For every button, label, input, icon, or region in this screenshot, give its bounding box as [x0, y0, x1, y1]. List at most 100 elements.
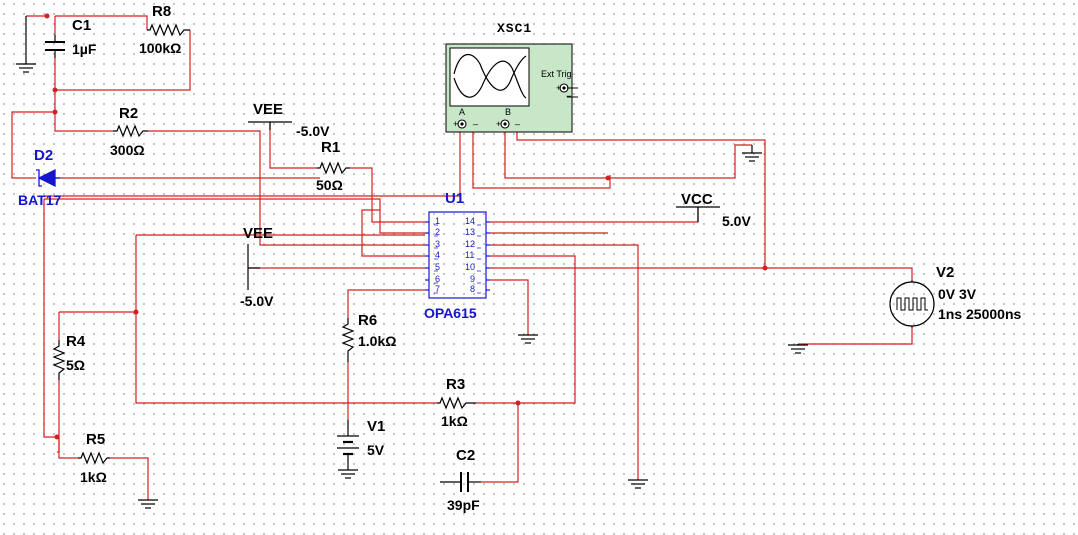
ground-scope[interactable]	[742, 145, 762, 162]
channel-a-label: A	[459, 107, 466, 117]
d2-ref-label: D2	[34, 147, 54, 164]
vcc-value-label: 5.0V	[722, 213, 751, 229]
wire	[135, 235, 437, 404]
wire	[361, 209, 425, 257]
vee-top-name-label: VEE	[253, 101, 284, 118]
ground-r5[interactable]	[138, 499, 158, 509]
r4-value-label: 5Ω	[66, 357, 86, 373]
wire	[11, 111, 55, 179]
r8-value-label: 100kΩ	[139, 40, 182, 56]
channel-b-minus-label: _	[515, 115, 521, 125]
wire	[44, 198, 425, 234]
wire	[269, 122, 317, 169]
r5-ref-label: R5	[86, 431, 106, 448]
ground-c1[interactable]	[16, 16, 36, 73]
wire	[54, 112, 113, 132]
u1-value-label: OPA615	[424, 305, 477, 321]
u1-pin-label: 1	[435, 216, 441, 226]
capacitor-c1[interactable]	[45, 35, 65, 58]
channel-b-plus-label: +	[496, 119, 502, 129]
junction-dot	[605, 175, 611, 181]
wire	[490, 267, 913, 280]
vee-mid-name-label: VEE	[243, 225, 274, 242]
oscilloscope-xsc1[interactable]	[445, 43, 578, 133]
resistor-r8[interactable]	[147, 23, 190, 37]
channel-a-minus-label: _	[473, 115, 479, 125]
wire	[472, 126, 611, 189]
c1-ref-label: C1	[72, 17, 92, 34]
wire	[610, 144, 752, 179]
wire	[490, 207, 699, 223]
u1-pin-label: 12	[465, 239, 476, 249]
wire	[476, 255, 576, 404]
ground-v2[interactable]	[788, 344, 808, 354]
resistor-r5[interactable]	[78, 451, 110, 465]
vee-mid-symbol[interactable]	[247, 244, 260, 290]
u1-ref-label: U1	[445, 190, 465, 207]
d2-value-label: BAT17	[18, 192, 62, 208]
ext-trig-minus-label: −	[566, 91, 572, 101]
u1-pin-label: 14	[465, 216, 476, 226]
junction-dot	[52, 109, 58, 115]
ground-v1[interactable]	[338, 469, 358, 479]
wire	[148, 130, 425, 246]
c2-value-label: 39pF	[447, 497, 480, 513]
wire	[798, 328, 913, 345]
u1-pin-label: 3	[435, 239, 441, 249]
ground-pin12[interactable]	[628, 479, 648, 489]
wire	[44, 130, 461, 197]
channel-b-label: B	[505, 107, 512, 117]
resistor-r2[interactable]	[113, 124, 148, 138]
v1-value-label: 5V	[367, 442, 385, 458]
pulse-source-v2[interactable]	[889, 280, 935, 328]
junction-dot	[133, 309, 139, 315]
battery-v1[interactable]	[337, 420, 359, 470]
r2-value-label: 300Ω	[110, 142, 145, 158]
vee-mid-value-label: -5.0V	[240, 293, 274, 309]
junction-dot	[52, 87, 58, 93]
r1-ref-label: R1	[321, 139, 341, 156]
wire	[347, 289, 425, 318]
r4-ref-label: R4	[66, 333, 86, 350]
wire	[110, 457, 149, 500]
opamp-u1[interactable]	[425, 211, 490, 299]
ground-u1[interactable]	[518, 334, 538, 344]
c2-ref-label: C2	[456, 447, 476, 464]
u1-pin-label: 11	[465, 250, 475, 260]
vcc-symbol[interactable]	[676, 206, 720, 222]
wire	[516, 126, 766, 268]
v2-value-line2: 1ns 25000ns	[938, 306, 1022, 322]
r6-ref-label: R6	[358, 312, 378, 329]
u1-pin-label: 13	[465, 227, 476, 237]
capacitor-c2[interactable]	[440, 472, 481, 492]
wire	[55, 30, 191, 91]
r5-value-label: 1kΩ	[80, 469, 107, 485]
resistor-r6[interactable]	[341, 318, 355, 362]
v2-value-line1: 0V 3V	[938, 286, 977, 302]
junction-dot	[54, 434, 60, 440]
vee-top-value-label: -5.0V	[296, 123, 330, 139]
wire	[481, 403, 519, 483]
u1-pin-label: 7	[435, 284, 441, 294]
u1-pin-label: 4	[435, 250, 441, 260]
r1-value-label: 50Ω	[316, 177, 343, 193]
r3-value-label: 1kΩ	[441, 413, 468, 429]
junction-dot	[515, 400, 521, 406]
diode-d2[interactable]	[36, 168, 60, 188]
wires	[11, 15, 913, 500]
resistor-r3[interactable]	[437, 396, 476, 410]
c1-value-label: 1µF	[72, 41, 97, 57]
u1-pin-label: 6	[435, 274, 441, 284]
junction-dot	[762, 265, 768, 271]
resistor-r4[interactable]	[52, 340, 66, 380]
junction-dot	[44, 13, 50, 19]
vee-top-symbol[interactable]	[248, 121, 292, 130]
wire	[58, 437, 78, 459]
u1-pin-label: 9	[470, 274, 476, 284]
u1-pin-label: 5	[435, 262, 441, 272]
resistor-r1[interactable]	[317, 161, 350, 175]
v2-ref-label: V2	[936, 264, 955, 281]
r2-ref-label: R2	[119, 105, 139, 122]
wire	[504, 126, 608, 179]
